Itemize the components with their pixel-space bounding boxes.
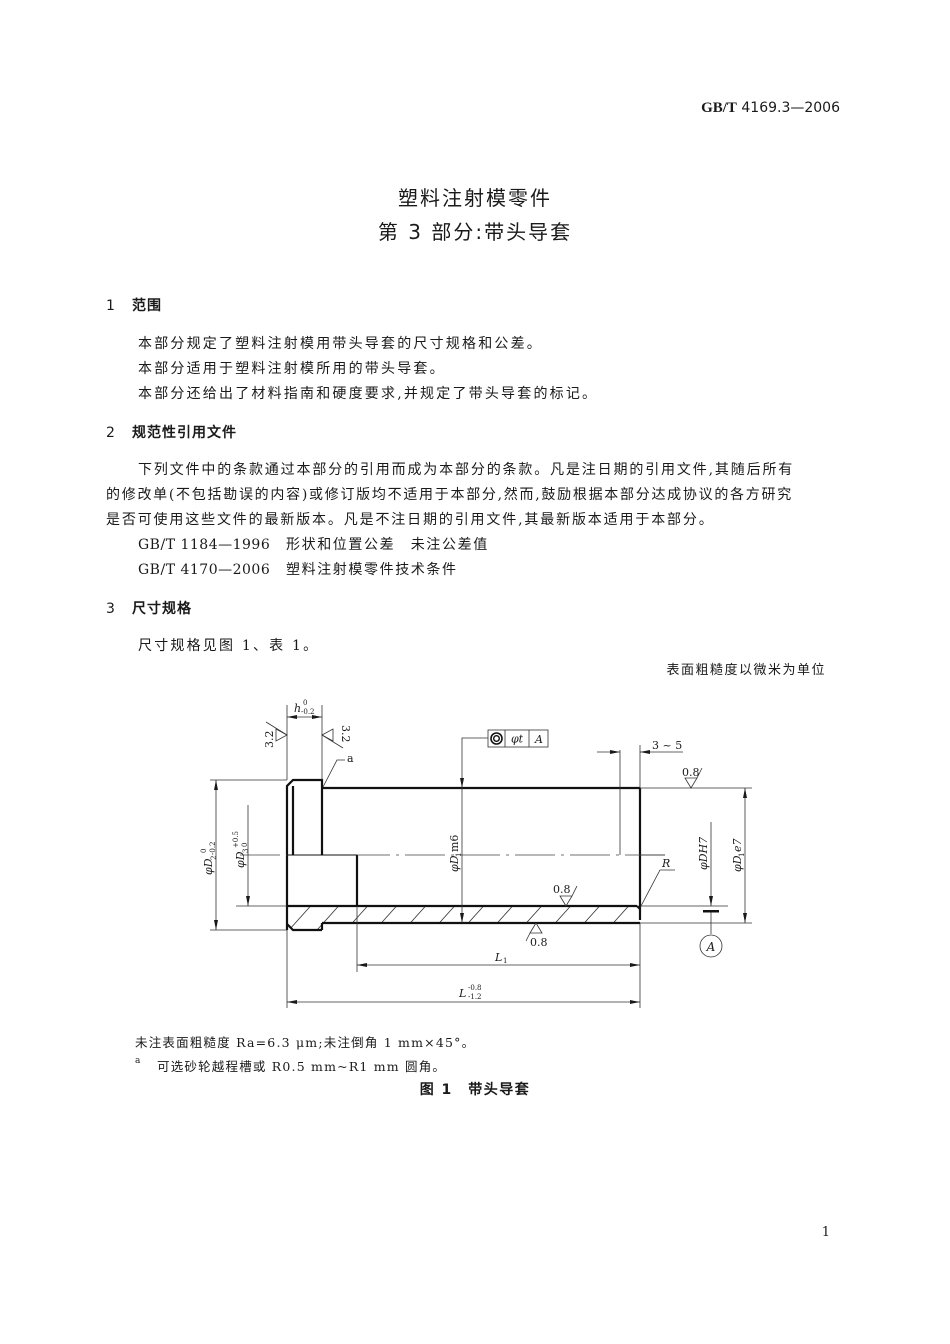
svg-text:h: h [294,702,301,715]
svg-text:2: 2 [210,856,218,860]
reference-title: 形状和位置公差 未注公差值 [286,537,489,553]
reference-title: 塑料注射模零件技术条件 [286,562,458,578]
svg-text:A: A [534,733,543,746]
reference-item: GB/T 1184—1996 形状和位置公差 未注公差值 [138,534,489,554]
feature-control-frame: φt A [487,729,549,748]
paragraph: 尺寸规格见图 1、表 1。 [138,638,320,654]
svg-text:a: a [347,752,354,765]
reference-item: GB/T 4170—2006 塑料注射模零件技术条件 [138,559,458,579]
paragraph: 是否可使用这些文件的最新版本。凡是不注日期的引用文件,其最新版本适用于本部分。 [106,512,715,528]
svg-text:1: 1 [738,853,746,857]
svg-text:e7: e7 [731,838,744,852]
section-number: 3 [106,601,116,617]
svg-text:3.2: 3.2 [339,725,352,743]
drawing-labels: h 0 -0.2 3.2 3.2 a 3 ~ 5 0.8 0.8 0.8 φD … [200,699,746,1001]
section-number: 2 [106,425,116,441]
section-title: 规范性引用文件 [132,425,237,441]
document-title: 塑料注射模零件 [398,186,552,210]
svg-text:φt: φt [511,733,524,746]
figure-footnote: a 可选砂轮越程槽或 R0.5 mm~R1 mm 圆角。 [135,1056,446,1075]
svg-text:3.2: 3.2 [263,731,276,749]
unit-note: 表面粗糙度以微米为单位 [666,663,826,678]
svg-text:0: 0 [200,849,208,853]
paragraph: 的修改单(不包括勘误的内容)或修订版均不适用于本部分,然而,鼓励根据本部分达成协… [106,487,793,503]
svg-text:0: 0 [241,843,249,847]
section-number: 1 [106,298,116,314]
reference-code: GB/T 1184—1996 [138,537,271,553]
svg-text:0: 0 [303,699,307,707]
svg-text:-0.8: -0.8 [468,984,482,992]
svg-text:1: 1 [503,957,507,965]
concentricity-icon [490,732,503,745]
paragraph: 本部分规定了塑料注射模用带头导套的尺寸规格和公差。 [138,336,543,352]
svg-text:3: 3 [242,849,250,853]
section-title: 尺寸规格 [132,601,192,617]
svg-text:3 ~ 5: 3 ~ 5 [652,739,682,752]
svg-text:φDH7: φDH7 [697,837,710,870]
paragraph: 本部分还给出了材料指南和硬度要求,并规定了带头导套的标记。 [138,386,599,402]
svg-text:φD: φD [731,855,744,872]
document-subtitle: 第 3 部分:带头导套 [377,220,573,244]
standard-number: GB/T 4169.3—2006 [701,100,840,117]
svg-text:φD: φD [448,855,461,872]
section-heading-dimensions: 3 尺寸规格 [106,598,192,618]
paragraph: 本部分适用于塑料注射模所用的带头导套。 [138,361,446,377]
datum-label: A [706,940,716,954]
svg-text:0.8: 0.8 [553,883,571,896]
svg-text:1: 1 [455,853,463,857]
svg-text:-1.2: -1.2 [468,993,482,1001]
figure-caption: 图 1 带头导套 [419,1082,531,1098]
svg-text:φD: φD [234,851,247,868]
footnote-marker: a [135,1056,142,1066]
svg-text:φD: φD [202,858,215,875]
svg-text:-0.2: -0.2 [209,842,217,856]
standard-prefix: GB/T [701,100,737,116]
part-outline [285,778,642,932]
svg-text:0.8: 0.8 [530,936,548,949]
section-title: 范围 [132,298,162,314]
svg-text:R: R [661,857,670,870]
section-heading-scope: 1 范围 [106,295,162,315]
datum-circle [699,934,723,958]
page-number: 1 [821,1225,830,1240]
svg-text:0.8: 0.8 [682,766,700,779]
svg-text:-0.2: -0.2 [301,708,315,716]
dimension-lines [210,705,752,1008]
roughness-symbols [265,721,703,942]
svg-text:+0.5: +0.5 [232,831,240,848]
figure-note: 未注表面粗糙度 Ra=6.3 μm;未注倒角 1 mm×45°。 [135,1035,476,1050]
paragraph: 下列文件中的条款通过本部分的引用而成为本部分的条款。凡是注日期的引用文件,其随后… [138,462,795,478]
footnote-text: 可选砂轮越程槽或 R0.5 mm~R1 mm 圆角。 [157,1059,447,1074]
reference-code: GB/T 4170—2006 [138,562,271,578]
standard-code: 4169.3—2006 [741,100,840,116]
svg-text:m6: m6 [448,835,461,852]
datum-bar [703,910,719,913]
section-heading-normative-references: 2 规范性引用文件 [106,422,237,442]
svg-text:L: L [458,987,466,1000]
svg-text:L: L [494,951,502,964]
